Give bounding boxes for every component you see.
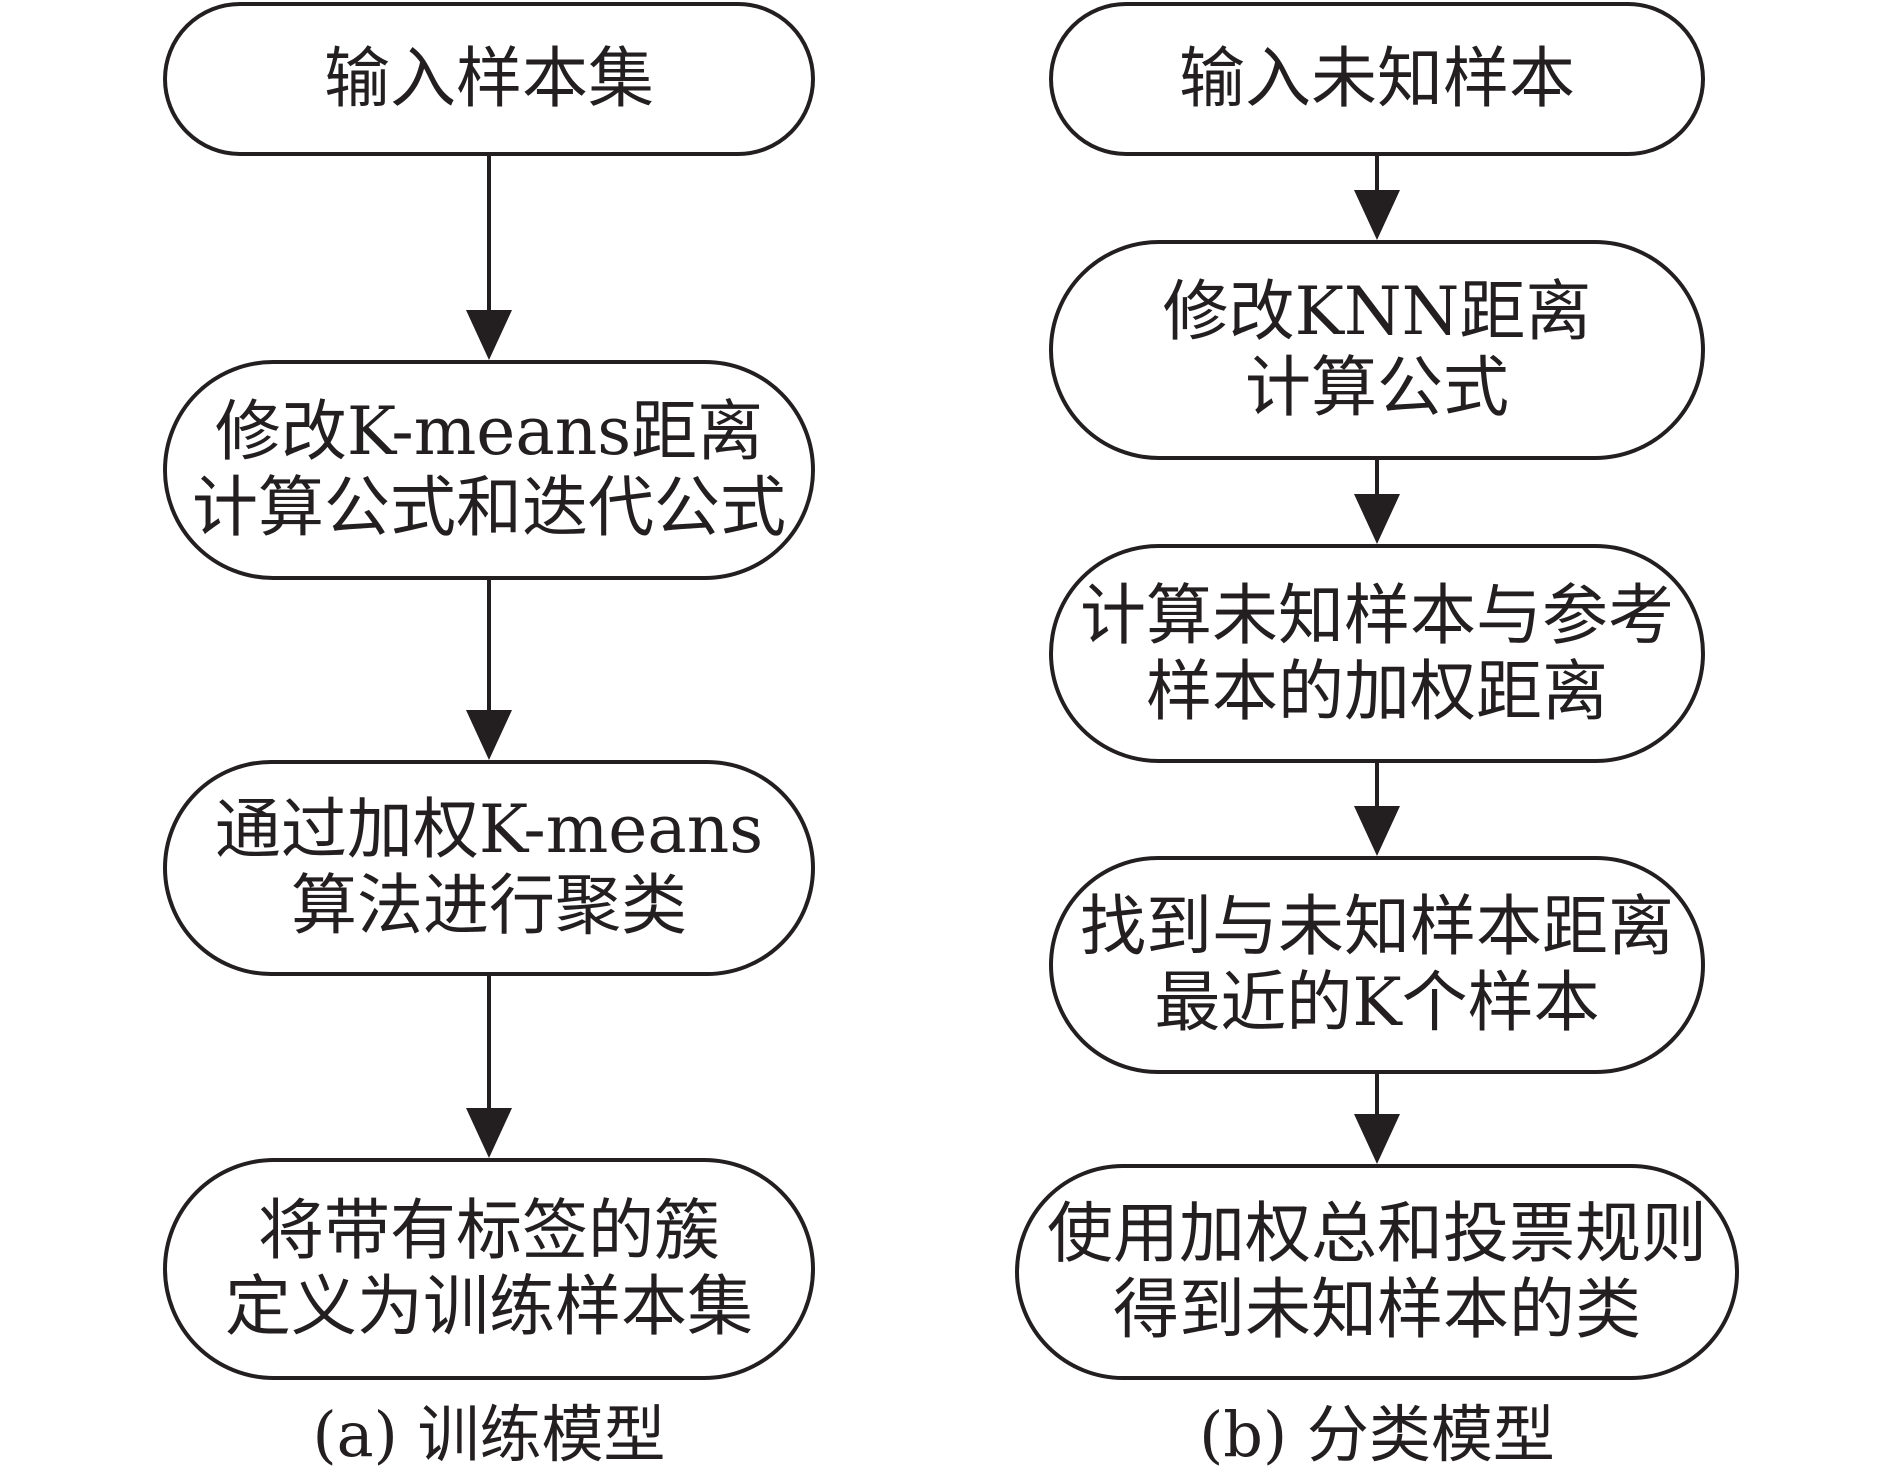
step-text-line: 算法进行聚类	[291, 867, 687, 944]
step-text-line: 计算未知样本与参考	[1080, 576, 1674, 654]
arrow-b-4	[1354, 1074, 1400, 1164]
caption-training-model: (a) 训练模型	[312, 1398, 666, 1471]
arrow-a-3	[466, 976, 512, 1158]
step-input-sample-set: 输入样本集	[163, 2, 815, 156]
step-text-line: 输入未知样本	[1179, 40, 1575, 117]
step-input-unknown-sample: 输入未知样本	[1049, 2, 1705, 156]
step-text-line: 计算公式	[1245, 349, 1509, 426]
arrow-a-2	[466, 580, 512, 760]
step-weighted-kmeans-clustering: 通过加权K-means 算法进行聚类	[163, 760, 815, 976]
step-text-line: 通过加权K-means	[214, 791, 764, 868]
step-text-line: 计算公式和迭代公式	[192, 469, 786, 546]
step-modify-knn-formula: 修改KNN距离 计算公式	[1049, 240, 1705, 460]
step-text-line: 最近的K个样本	[1154, 964, 1600, 1041]
step-text-line: 修改KNN距离	[1162, 273, 1592, 350]
arrow-a-1	[466, 156, 512, 360]
step-text-line: 样本的加权距离	[1146, 652, 1608, 730]
arrow-b-2	[1354, 460, 1400, 544]
step-weighted-voting: 使用加权总和投票规则 得到未知样本的类	[1015, 1164, 1739, 1380]
step-compute-weighted-distance: 计算未知样本与参考 样本的加权距离	[1049, 544, 1705, 763]
step-modify-kmeans-formula: 修改K-means距离 计算公式和迭代公式	[163, 360, 815, 580]
step-define-training-set: 将带有标签的簇 定义为训练样本集	[163, 1158, 815, 1380]
step-text-line: 修改K-means距离	[214, 393, 764, 470]
step-text-line: 得到未知样本的类	[1113, 1271, 1641, 1348]
step-text-line: 将带有标签的簇	[258, 1192, 720, 1269]
step-text-line: 使用加权总和投票规则	[1047, 1195, 1707, 1272]
arrow-b-1	[1354, 156, 1400, 240]
arrow-b-3	[1354, 763, 1400, 856]
caption-classification-model: (b) 分类模型	[1199, 1398, 1555, 1471]
step-text-line: 输入样本集	[324, 40, 654, 117]
step-text-line: 定义为训练样本集	[225, 1268, 753, 1345]
step-text-line: 找到与未知样本距离	[1080, 888, 1674, 965]
step-find-k-nearest: 找到与未知样本距离 最近的K个样本	[1049, 856, 1705, 1074]
